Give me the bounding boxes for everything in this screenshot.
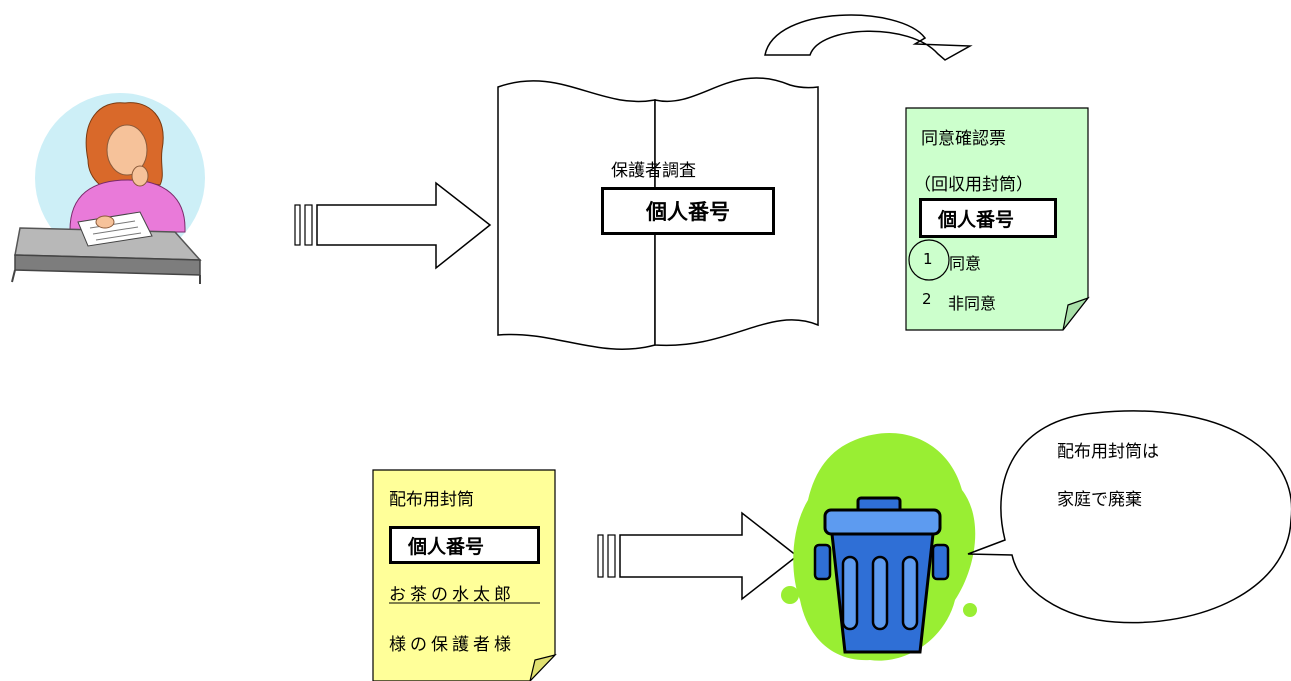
envelope-id-box: 個人番号	[389, 526, 540, 564]
block-arrow-icon	[294, 181, 492, 270]
bubble-line-2: 家庭で廃棄	[1057, 490, 1142, 510]
consent-option-1-text: 同意	[949, 254, 982, 273]
envelope-shape	[372, 469, 557, 681]
envelope-name: お茶の水太郎	[389, 585, 515, 605]
consent-option-2-text: 非同意	[948, 294, 997, 313]
bubble-line-1: 配布用封筒は	[1057, 442, 1159, 462]
speech-bubble-shape	[967, 410, 1291, 624]
consent-title: 同意確認票	[921, 129, 1006, 149]
survey-document-shape	[497, 77, 819, 350]
survey-id-label: 個人番号	[646, 200, 730, 224]
person-at-desk-icon	[11, 93, 205, 284]
envelope-id-label: 個人番号	[408, 535, 485, 558]
survey-title: 保護者調査	[611, 161, 696, 181]
consent-id-box: 個人番号	[919, 198, 1057, 238]
selected-option-circle	[908, 239, 950, 281]
trash-can-icon	[781, 433, 977, 661]
survey-id-box: 個人番号	[601, 187, 775, 235]
consent-option-2-number: 2	[922, 290, 932, 308]
curved-arrow-icon	[764, 14, 973, 61]
block-arrow-icon	[597, 511, 799, 601]
consent-option-1-number: 1	[923, 250, 933, 268]
envelope-title: 配布用封筒	[389, 490, 474, 510]
consent-subtitle: （回収用封筒）	[914, 175, 1033, 195]
consent-id-label: 個人番号	[938, 208, 1015, 231]
envelope-guardian: 様の保護者様	[389, 635, 515, 655]
